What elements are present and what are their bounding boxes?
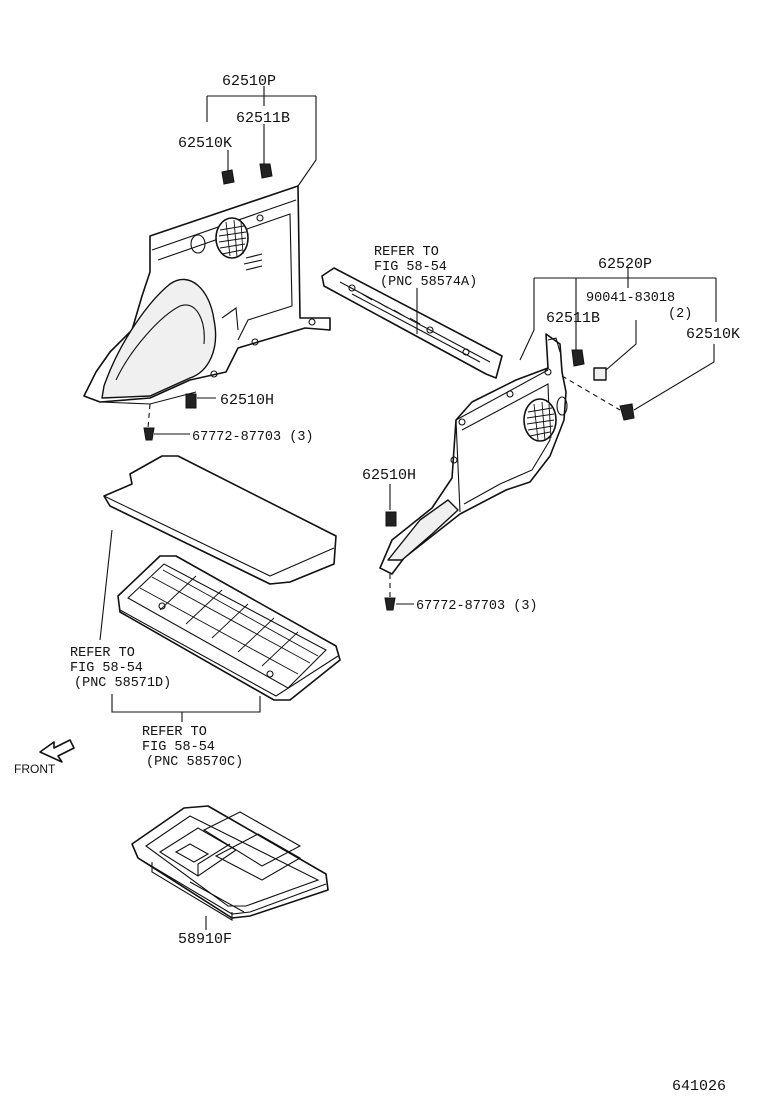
- refer-left-line1: REFER TO: [70, 646, 135, 661]
- left-quarter-trim-panel: [83, 185, 331, 405]
- label-62511B-right: 62511B: [546, 310, 600, 327]
- refer-bottom-line3: (PNC 58570C): [146, 755, 243, 770]
- leaders-right-top: [389, 268, 717, 605]
- label-62510H-right: 62510H: [362, 467, 416, 484]
- diagram-number: 641026: [672, 1078, 726, 1095]
- clip-62511B-right: [571, 349, 585, 367]
- clip-62511B-left: [259, 163, 273, 179]
- label-62510K-right: 62510K: [686, 326, 740, 343]
- label-58910F: 58910F: [178, 931, 232, 948]
- tray-grid-lines: [139, 569, 319, 675]
- nut-90041-right: [593, 367, 607, 381]
- refer-bottom-line1: REFER TO: [142, 725, 207, 740]
- leaders-refer: [99, 529, 261, 722]
- label-67772-left: 67772-87703 (3): [192, 430, 314, 445]
- label-62510H-left: 62510H: [220, 392, 274, 409]
- refer-bottom-line2: FIG 58-54: [142, 740, 215, 755]
- clip-62510H-right: [385, 511, 397, 527]
- rear-trim-strip: [321, 267, 503, 379]
- label-62511B-left: 62511B: [236, 110, 290, 127]
- right-speaker-grille: [526, 401, 555, 442]
- label-62510P: 62510P: [222, 73, 276, 90]
- label-90041-qty: (2): [668, 307, 692, 322]
- front-label: FRONT: [14, 762, 56, 776]
- refer-center-line2: FIG 58-54: [374, 260, 447, 275]
- screw-67772-left: [143, 427, 155, 441]
- luggage-tray-grid: [117, 555, 341, 701]
- refer-center-line1: REFER TO: [374, 245, 439, 260]
- right-quarter-trim-panel: [379, 333, 568, 575]
- front-arrow-icon: [39, 739, 75, 763]
- clip-62510H-left: [185, 393, 197, 409]
- refer-left-line3: (PNC 58571D): [74, 676, 171, 691]
- screw-67772-right: [384, 597, 396, 611]
- left-speaker-grille: [218, 219, 247, 258]
- label-67772-right: 67772-87703 (3): [416, 599, 538, 614]
- leaders-left-top: [154, 86, 317, 435]
- refer-center-line3: (PNC 58574A): [380, 275, 477, 290]
- clip-62510K-right: [619, 403, 635, 421]
- deck-board: [103, 455, 337, 585]
- label-90041: 90041-83018: [586, 291, 675, 306]
- label-62510K-left: 62510K: [178, 135, 232, 152]
- storage-box: [131, 805, 329, 930]
- clip-62510K-left: [221, 169, 235, 185]
- label-62520P: 62520P: [598, 256, 652, 273]
- refer-left-line2: FIG 58-54: [70, 661, 143, 676]
